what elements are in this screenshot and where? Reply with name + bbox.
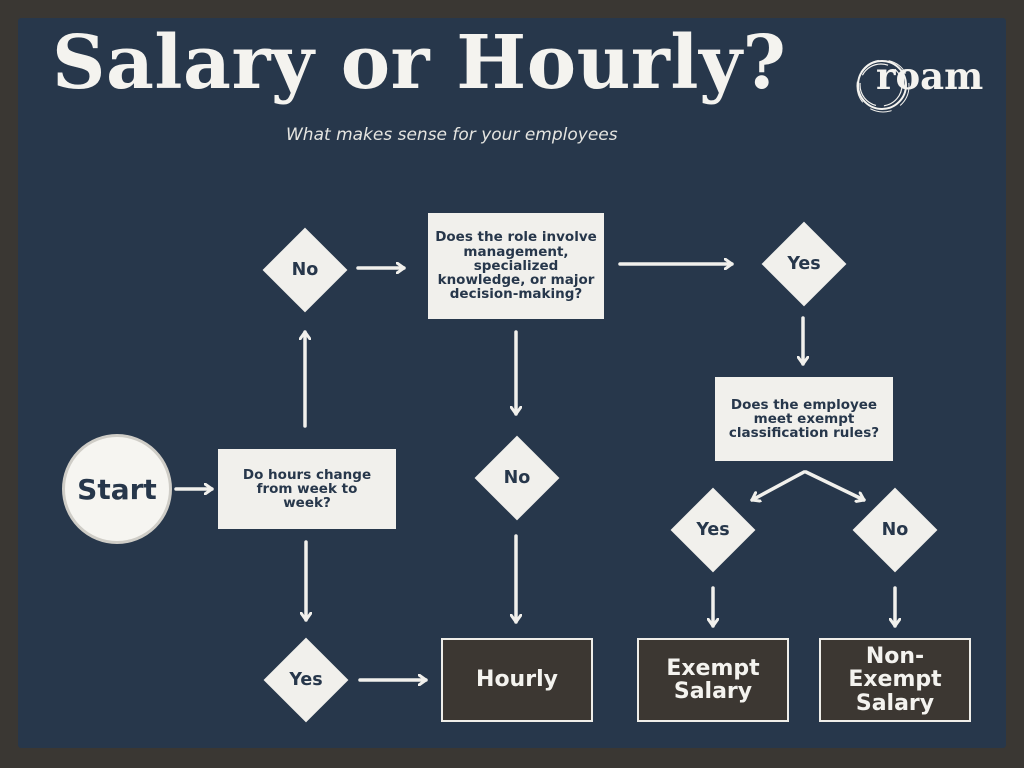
hours-no-label: No bbox=[291, 260, 319, 280]
nonexempt-salary-result: Non-Exempt Salary bbox=[819, 638, 971, 722]
logo-text: roam bbox=[876, 54, 984, 98]
roam-logo-icon bbox=[856, 59, 910, 113]
exempt-question-box: Does the employee meet exempt classifica… bbox=[715, 377, 893, 461]
role-no-label: No bbox=[503, 468, 531, 488]
hourly-result: Hourly bbox=[441, 638, 593, 722]
role-question-box: Does the role involve management, specia… bbox=[428, 213, 604, 319]
page-subtitle: What makes sense for your employees bbox=[286, 125, 618, 145]
arrow-exempt-to-no bbox=[804, 470, 866, 500]
page-title: Salary or Hourly? bbox=[52, 20, 787, 106]
arrow-exempt-to-yes bbox=[750, 470, 806, 500]
hours-yes-label: Yes bbox=[289, 670, 323, 690]
start-node: Start bbox=[62, 434, 172, 544]
exempt-no-label: No bbox=[881, 520, 909, 540]
exempt-yes-label: Yes bbox=[696, 520, 730, 540]
role-yes-label: Yes bbox=[787, 254, 821, 274]
hours-question-box: Do hours change from week to week? bbox=[218, 449, 396, 529]
exempt-salary-result: Exempt Salary bbox=[637, 638, 789, 722]
